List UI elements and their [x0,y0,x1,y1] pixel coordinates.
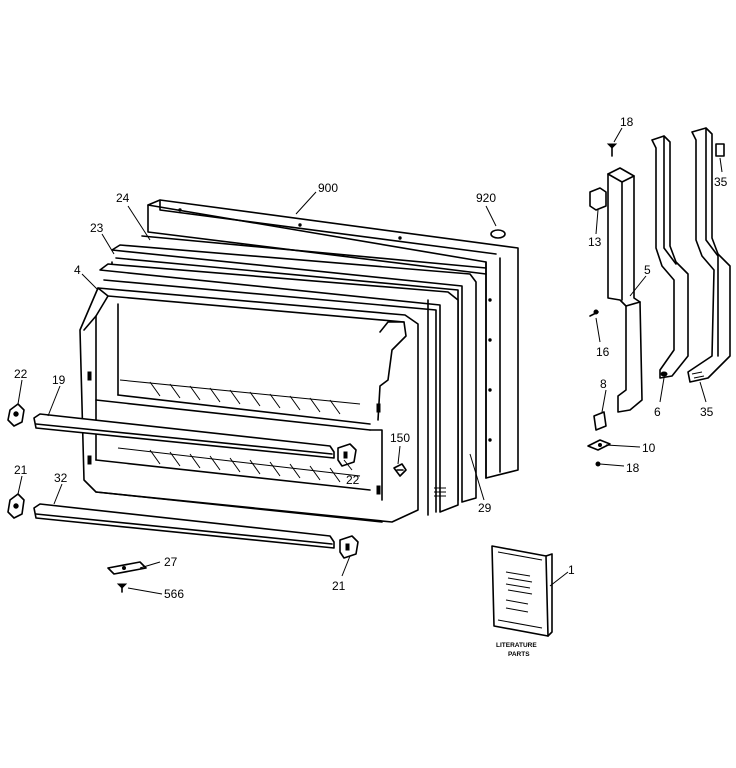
callout-900: 900 [318,181,338,195]
callout-18-bottom: 18 [626,461,640,475]
callout-150: 150 [390,431,410,445]
inner-door-liner [79,287,446,523]
hinge-pin-10 [587,439,611,451]
callout-35-handle: 35 [700,405,714,419]
callout-5: 5 [644,263,651,277]
callout-24: 24 [116,191,130,205]
callout-23: 23 [90,221,104,235]
callout-22-right: 22 [346,473,360,487]
callout-21-right: 21 [332,579,346,593]
door-liner-frame [99,263,459,516]
handle-6 [651,135,689,379]
bushing-13 [589,187,607,211]
callout-13: 13 [588,235,602,249]
shelf-bar-upper [33,413,335,459]
hinge-bracket-5 [607,167,643,413]
handle-35 [687,127,731,383]
end-cap-22-left [7,403,25,427]
callout-4: 4 [74,263,81,277]
callout-16: 16 [596,345,610,359]
cap-35 [715,143,725,157]
shelf-ribs-upper [149,381,341,415]
screw-18-top [606,143,618,157]
callout-21-left: 21 [14,463,28,477]
plug-920 [490,229,506,239]
screw-566 [116,583,128,593]
bracket-27 [107,561,147,575]
callout-labels: 900 920 24 23 4 22 19 22 150 29 21 32 21… [14,115,728,601]
callout-35-cap: 35 [714,175,728,189]
leader-lines [17,127,723,595]
end-cap-21-left [7,493,25,519]
end-cap-21-right [339,535,359,559]
callout-6: 6 [654,405,661,419]
bracket-8 [593,411,607,431]
screw-18-bottom [595,461,601,467]
callout-22-left: 22 [14,367,28,381]
callout-18-top: 18 [620,115,634,129]
callout-27: 27 [164,555,178,569]
end-cap-22-right [337,443,357,467]
outer-door-panel [147,199,519,479]
callout-566: 566 [164,587,184,601]
literature-booklet [491,545,553,637]
callout-1: 1 [568,563,575,577]
callout-29: 29 [478,501,492,515]
callout-8: 8 [600,377,607,391]
callout-920: 920 [476,191,496,205]
screw-16 [589,309,599,317]
callout-32: 32 [54,471,68,485]
shelf-bar-lower [33,503,335,549]
literature-label: LITERATURE PARTS [496,642,537,658]
callout-19: 19 [52,373,66,387]
shelf-ribs-lower [149,449,341,483]
callout-10: 10 [642,441,656,455]
screw-150 [393,463,407,477]
literature-label-line1: LITERATURE [496,642,537,649]
literature-label-line2: PARTS [508,651,530,658]
